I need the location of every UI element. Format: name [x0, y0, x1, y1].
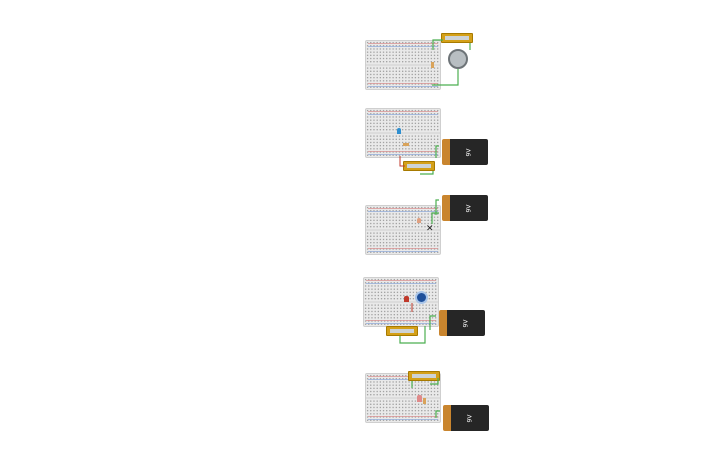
breadboard[interactable] — [363, 277, 439, 327]
breadboard[interactable] — [365, 108, 441, 158]
red-led-icon[interactable] — [417, 395, 422, 402]
9v-battery[interactable]: 9V — [443, 405, 489, 431]
9v-battery[interactable]: 9V — [442, 195, 488, 221]
led-icon[interactable] — [417, 218, 421, 223]
buzzer-icon[interactable] — [415, 291, 428, 304]
switch-icon[interactable]: ✕ — [426, 223, 434, 233]
red-led-icon[interactable] — [404, 296, 409, 302]
9v-battery[interactable]: 9V — [442, 139, 488, 165]
potentiometer[interactable] — [408, 371, 440, 381]
breadboard[interactable] — [365, 205, 441, 255]
blue-led-icon[interactable] — [397, 128, 401, 134]
resistor-icon[interactable] — [431, 62, 434, 68]
breadboard[interactable] — [365, 373, 441, 423]
dc-motor-icon[interactable] — [448, 49, 468, 69]
resistor-icon[interactable] — [403, 143, 409, 146]
potentiometer[interactable] — [386, 326, 418, 336]
potentiometer[interactable] — [441, 33, 473, 43]
resistor-icon[interactable] — [423, 398, 426, 404]
breadboard[interactable] — [365, 40, 441, 90]
9v-battery[interactable]: 9V — [439, 310, 485, 336]
